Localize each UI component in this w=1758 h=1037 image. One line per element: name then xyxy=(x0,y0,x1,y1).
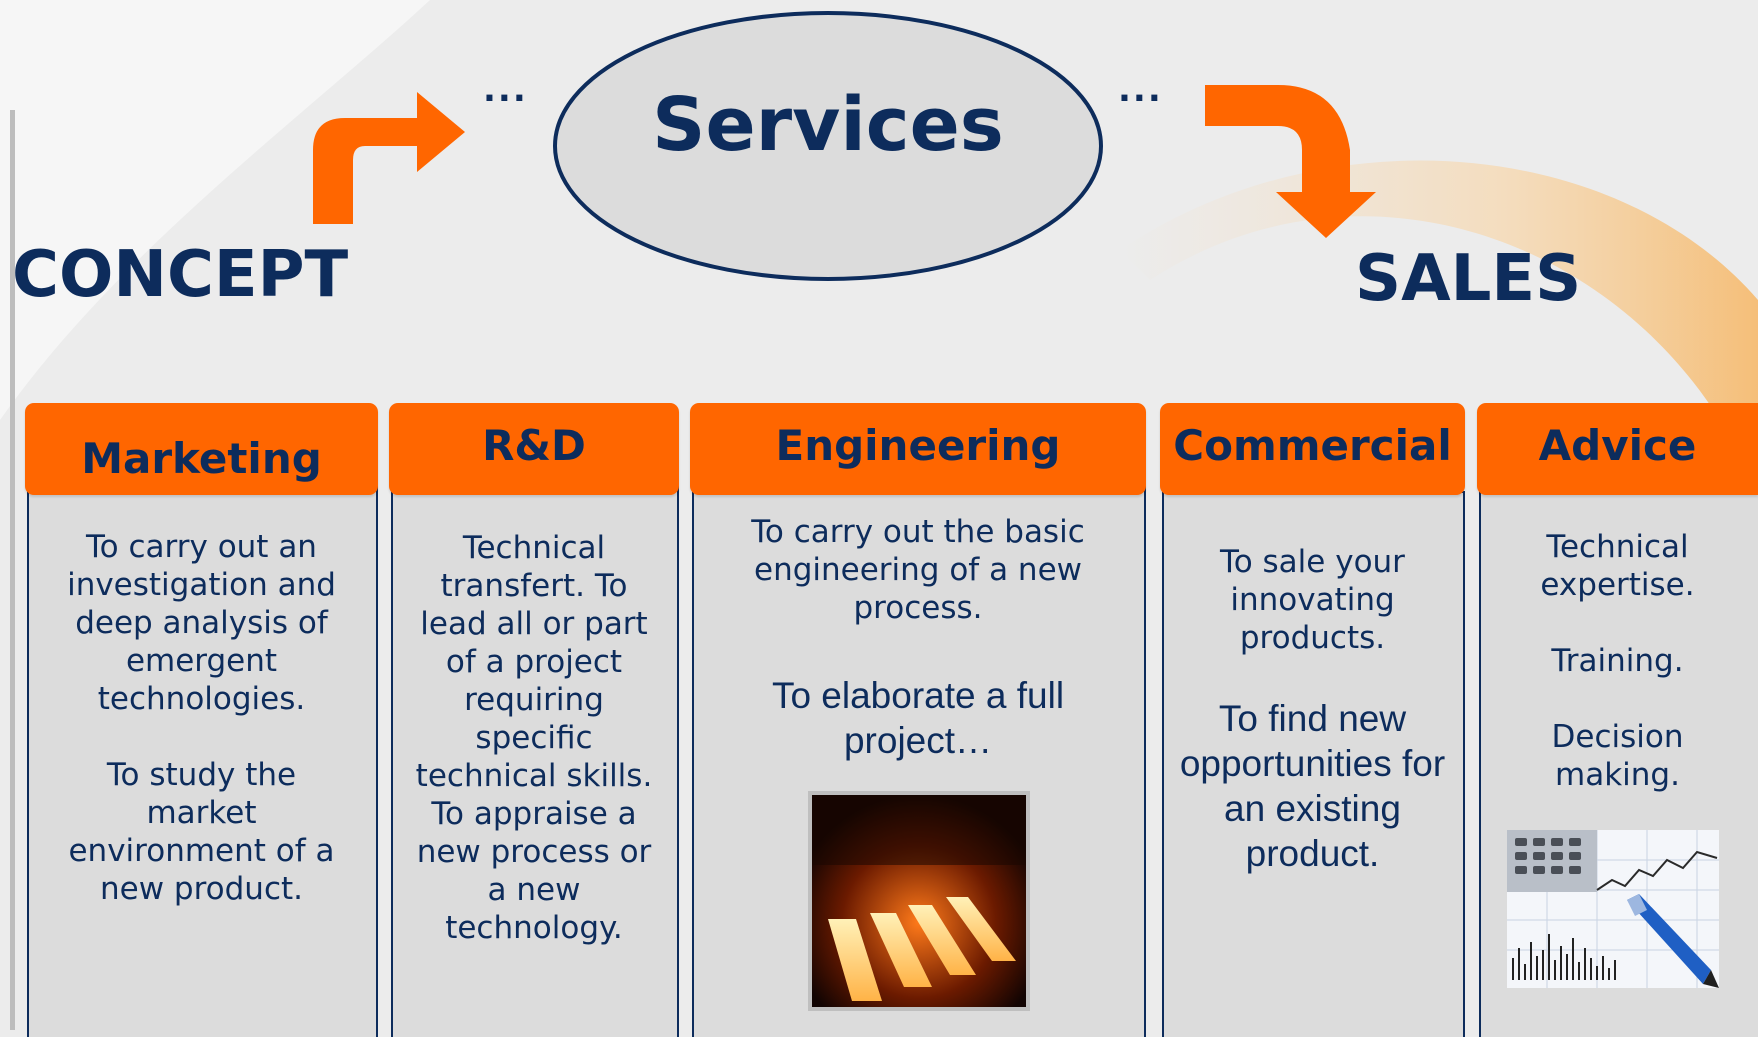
column-engineering-paragraph: To elaborate a full project… xyxy=(771,675,1065,761)
column-commercial-text: To sale your innovating products. xyxy=(1160,543,1465,657)
services-label: Services xyxy=(652,82,1004,168)
column-marketing-header: Marketing xyxy=(25,403,378,495)
services-ellipse xyxy=(553,11,1103,281)
curved-arrow-up-right-icon xyxy=(313,92,465,224)
column-commercial-paragraph: To find new opportunities for an existin… xyxy=(1179,698,1446,874)
column-rnd-paragraph: Technical transfert. To lead all or part… xyxy=(415,530,653,946)
left-ellipsis: ... xyxy=(483,70,528,110)
column-commercial-panel xyxy=(1162,491,1465,1037)
column-advice-paragraph: Technical expertise. xyxy=(1540,529,1695,603)
curved-arrow-down-right-icon xyxy=(1205,85,1376,238)
column-commercial-header: Commercial xyxy=(1160,403,1465,495)
column-advice-header: Advice xyxy=(1477,403,1758,495)
column-engineering-paragraph: To carry out the basic engineering of a … xyxy=(751,514,1085,626)
column-marketing-paragraph: To carry out an investigation and deep a… xyxy=(67,529,336,717)
column-advice-paragraph: Decision making. xyxy=(1551,719,1684,793)
column-commercial-paragraph: To sale your innovating products. xyxy=(1220,544,1405,656)
column-rnd-header: R&D xyxy=(389,403,679,495)
column-rnd: R&D Technical transfert. To lead all or … xyxy=(389,403,679,1037)
concept-label: CONCEPT xyxy=(12,238,349,312)
column-marketing-paragraph: To study the market environment of a new… xyxy=(68,757,335,907)
column-commercial-text: To find new opportunities for an existin… xyxy=(1160,696,1465,876)
sales-label: SALES xyxy=(1355,242,1582,316)
column-engineering-header: Engineering xyxy=(690,403,1146,495)
column-advice: Advice Technical expertise. Training. De… xyxy=(1477,403,1758,1037)
right-ellipsis: ... xyxy=(1118,70,1163,110)
column-marketing-panel xyxy=(27,473,378,1037)
column-advice-paragraph: Training. xyxy=(1551,643,1684,679)
calculator-chart-photo xyxy=(1507,830,1719,988)
column-engineering-text: To carry out the basic engineering of a … xyxy=(690,513,1146,627)
column-engineering-text: To elaborate a full project… xyxy=(690,673,1146,763)
column-rnd-text: Technical transfert. To lead all or part… xyxy=(389,529,679,947)
column-marketing-text: To carry out an investigation and deep a… xyxy=(25,528,378,908)
furnace-photo xyxy=(808,791,1030,1011)
column-engineering: Engineering To carry out the basic engin… xyxy=(690,403,1146,1037)
column-advice-text: Technical expertise. Training. Decision … xyxy=(1477,528,1758,794)
column-commercial: Commercial To sale your innovating produ… xyxy=(1160,403,1465,1037)
column-marketing: Marketing To carry out an investigation … xyxy=(25,403,378,1037)
